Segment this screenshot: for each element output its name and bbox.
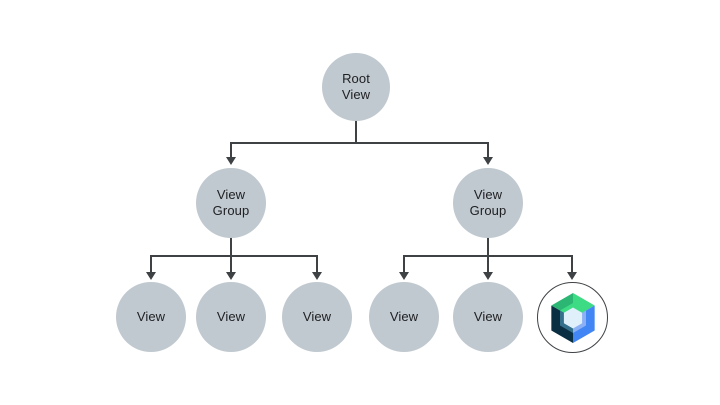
jetpack-compose-icon (550, 292, 595, 343)
node-label: View (216, 309, 246, 324)
connector-l2-right-drop1 (403, 255, 405, 274)
arrowhead-icon (312, 272, 322, 280)
node-view-group-left: View Group (196, 168, 266, 238)
connector-l2-right-hbar (403, 255, 573, 257)
node-view-4: View (369, 282, 439, 352)
connector-l1-right-drop (487, 142, 489, 158)
arrowhead-icon (399, 272, 409, 280)
connector-l1-left-drop (230, 142, 232, 158)
arrowhead-icon (226, 272, 236, 280)
arrowhead-icon (567, 272, 577, 280)
node-compose (537, 282, 608, 353)
node-view-group-right: View Group (453, 168, 523, 238)
node-view-3: View (282, 282, 352, 352)
node-view-2: View (196, 282, 266, 352)
node-root-view: Root View (322, 53, 390, 121)
connector-root-stem (355, 120, 357, 144)
node-label: View (473, 309, 503, 324)
node-view-1: View (116, 282, 186, 352)
node-label: View Group (212, 187, 250, 218)
connector-l2-left-hbar (150, 255, 318, 257)
connector-l2-right-drop3 (571, 255, 573, 274)
node-label: View (302, 309, 332, 324)
arrowhead-icon (483, 157, 493, 165)
node-view-5: View (453, 282, 523, 352)
node-label: View Group (469, 187, 507, 218)
connector-l1-hbar (230, 142, 489, 144)
connector-l2-left-drop3 (316, 255, 318, 274)
connector-l2-left-drop1 (150, 255, 152, 274)
arrowhead-icon (146, 272, 156, 280)
node-label: View (389, 309, 419, 324)
arrowhead-icon (483, 272, 493, 280)
node-label: Root View (341, 71, 371, 102)
node-label: View (136, 309, 166, 324)
arrowhead-icon (226, 157, 236, 165)
